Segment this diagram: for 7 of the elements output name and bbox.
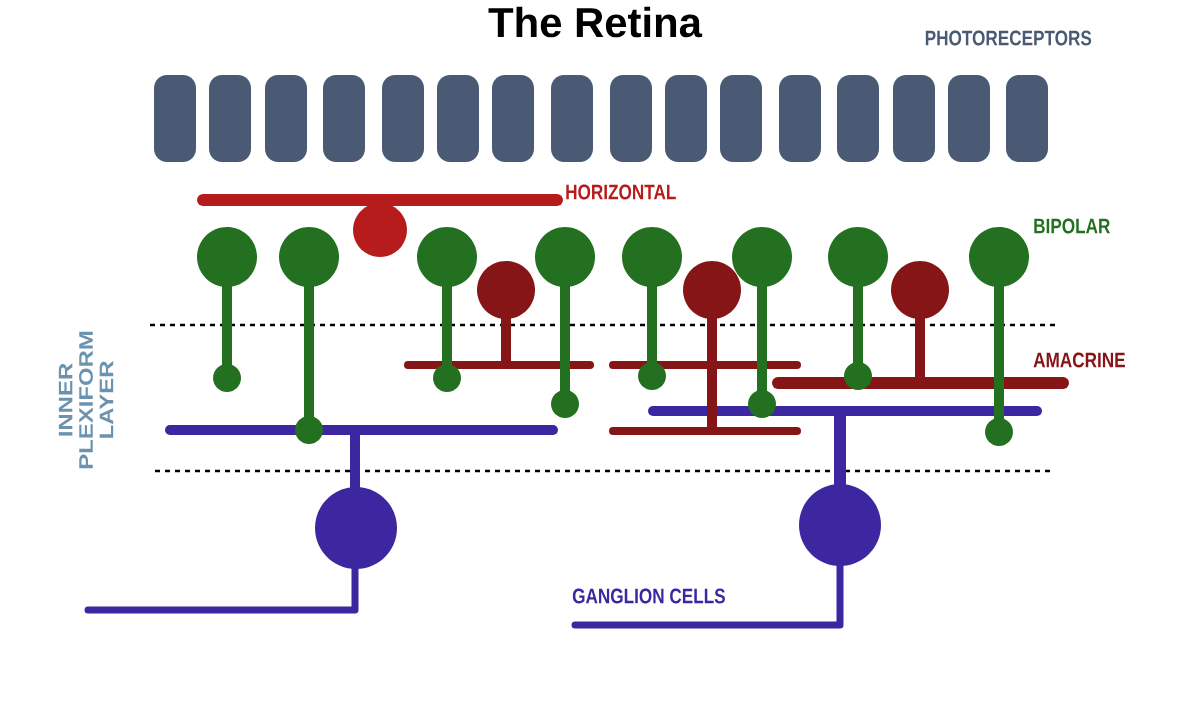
cell-label: GANGLION CELLS <box>572 588 725 604</box>
cell-label: BIPOLAR <box>1034 218 1110 234</box>
cell-label: AMACRINE <box>1033 352 1125 368</box>
layer-label: INNER PLEXIFORM LAYER <box>58 331 114 469</box>
cell-label: PHOTORECEPTORS <box>925 30 1092 46</box>
cell-label: HORIZONTAL <box>566 184 676 200</box>
title: The Retina <box>488 6 703 38</box>
